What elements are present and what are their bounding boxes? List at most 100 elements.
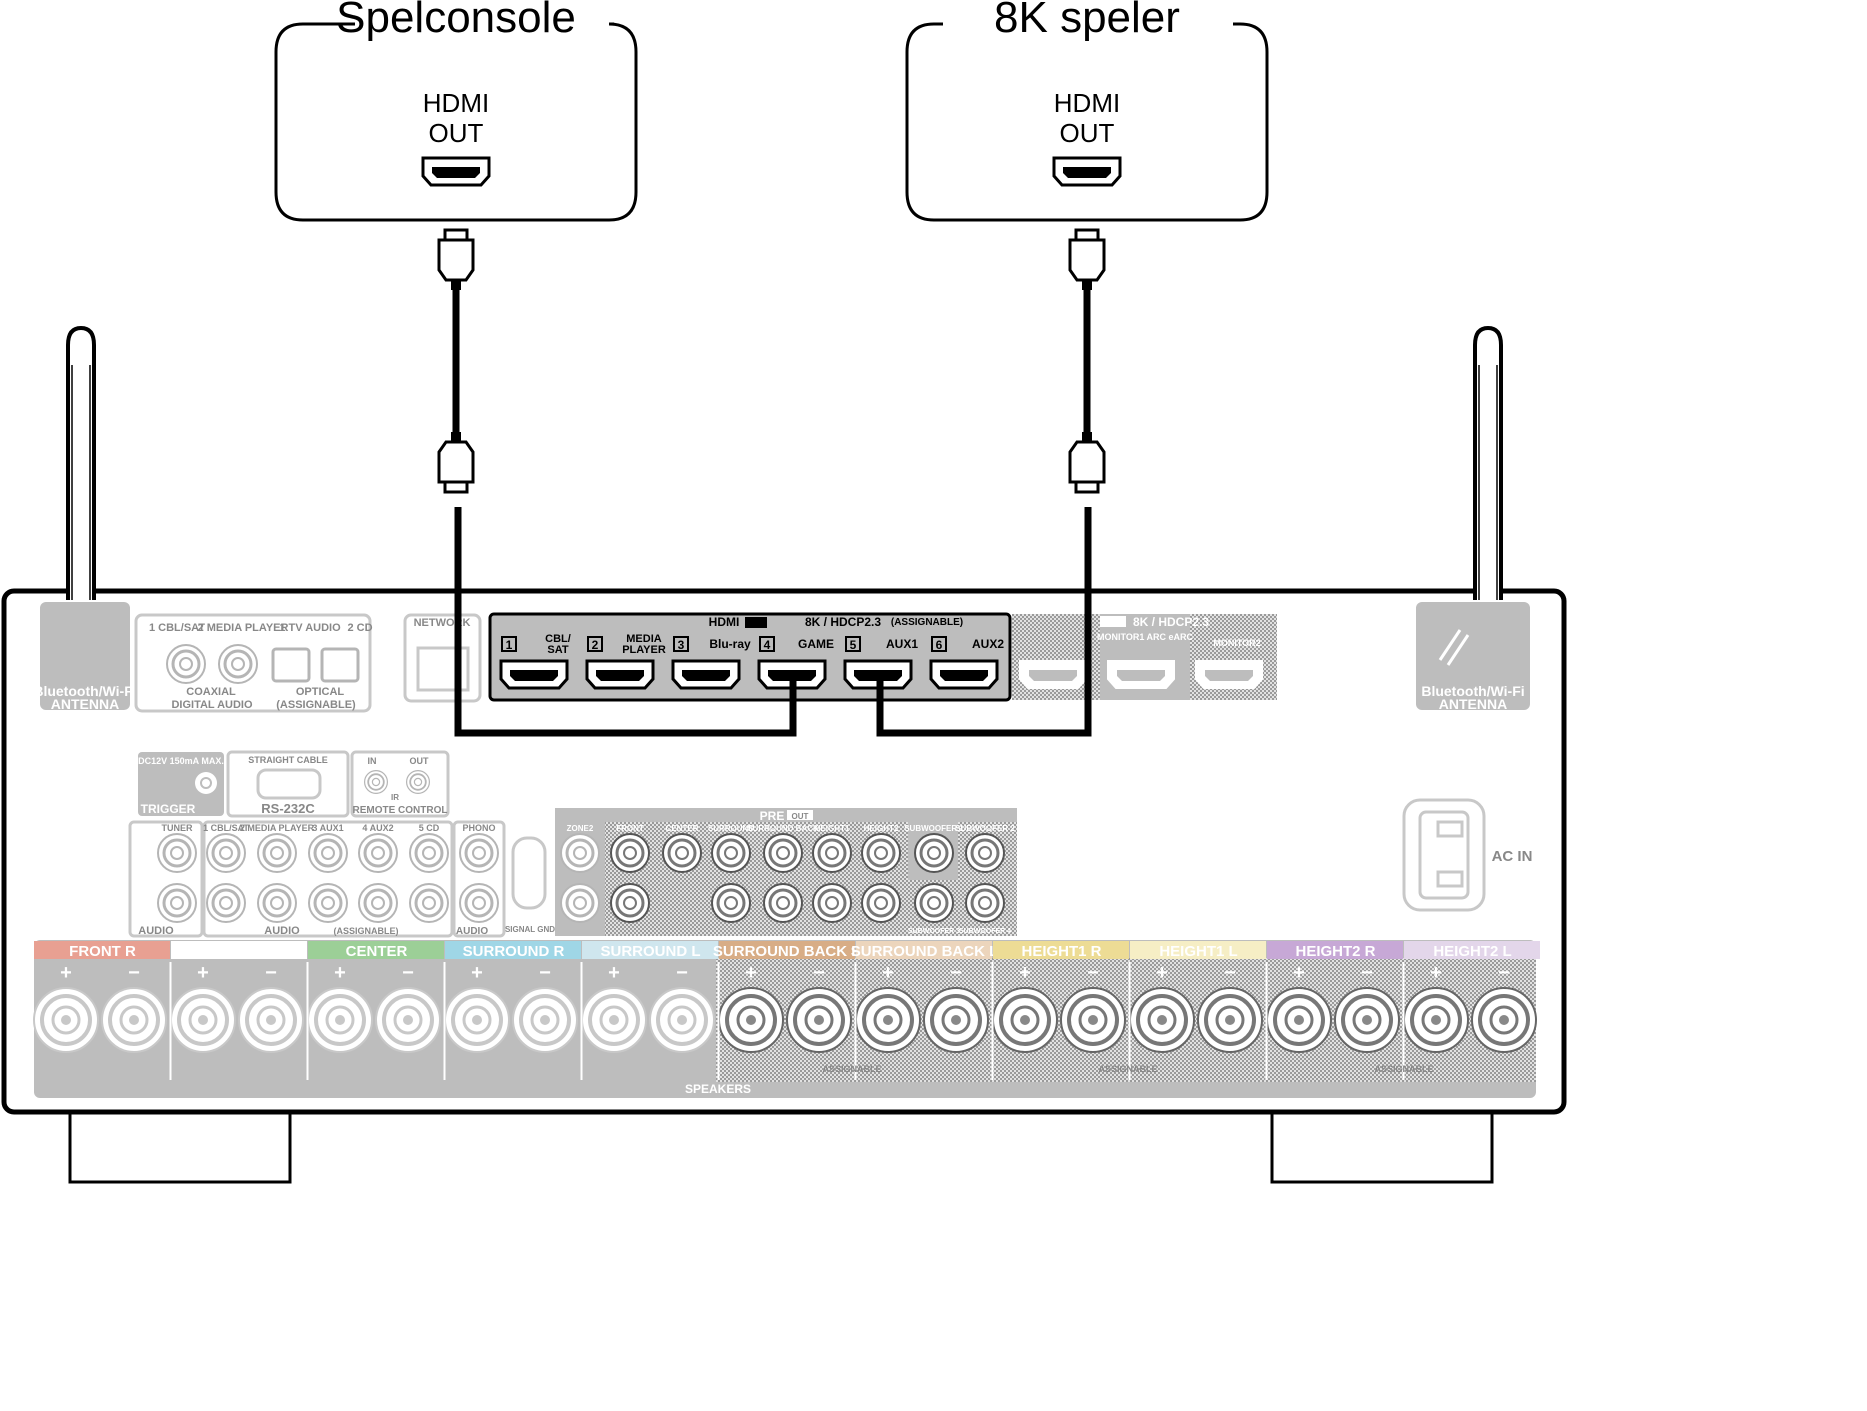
- hdmi-input-port: [585, 659, 655, 690]
- control-panel: DC12V 150mA MAX. TRIGGER STRAIGHT CABLE …: [138, 750, 450, 818]
- hdmi-input-number-box: [759, 636, 775, 652]
- speaker-terminal-minus: [100, 986, 168, 1054]
- speaker-group-header: [993, 941, 1129, 959]
- plus-sign: +: [745, 962, 757, 984]
- speaker-group-header: [1130, 941, 1266, 959]
- optical-label: OPTICAL: [296, 686, 345, 698]
- coaxial-label: COAXIAL: [186, 686, 236, 698]
- minus-sign: −: [1224, 962, 1236, 984]
- device-title: 8K speler: [994, 0, 1180, 42]
- remote-control-label: REMOTE CONTROL: [353, 805, 448, 816]
- port-label: OUT: [429, 118, 484, 148]
- pre-out-label: SURROUND: [708, 824, 754, 833]
- audio-jack: [408, 832, 450, 874]
- pre-out-jack: [860, 832, 902, 874]
- speaker-group-header: [582, 941, 718, 959]
- minus-sign: −: [813, 962, 825, 984]
- hdmi-input-number: 3: [678, 638, 685, 652]
- minus-sign: −: [128, 962, 140, 984]
- pre-out-jack: [964, 832, 1006, 874]
- audio-jack: [408, 882, 450, 924]
- antenna-right: Bluetooth/Wi-Fi ANTENNA: [1416, 325, 1530, 712]
- digital-audio-label: DIGITAL AUDIO: [171, 699, 253, 711]
- speaker-group-label: SURROUND L: [601, 943, 701, 960]
- optical-input-label: 1 TV AUDIO: [279, 622, 341, 634]
- minus-sign: −: [1087, 962, 1099, 984]
- pre-out-jack: [559, 882, 601, 924]
- speaker-group-label: HEIGHT2 L: [1433, 943, 1511, 960]
- pre-out-label: SUBWOOFER 3: [908, 928, 960, 935]
- minus-sign: −: [402, 962, 414, 984]
- audio-jack: [357, 882, 399, 924]
- speaker-terminal-plus: [580, 986, 648, 1054]
- hdmi-input-label: Blu-ray: [709, 637, 751, 651]
- pre-out-label: SUBWOOFER 1: [904, 824, 964, 833]
- audio-input-label: TUNER: [162, 823, 193, 833]
- assignable-label: ASSIGNABLE: [1098, 1064, 1157, 1074]
- speaker-terminal-plus: [443, 986, 511, 1054]
- network-label: NETWORK: [414, 617, 471, 629]
- hdmi-in-spec: 8K / HDCP2.3: [805, 615, 881, 629]
- hdmi-output-panel: 8K / HDCP2.3 MONITOR1 ARC eARC MONITOR2: [1012, 614, 1277, 700]
- speaker-terminal-minus: [1333, 986, 1401, 1054]
- pre-out-label: SUBWOOFER 2: [955, 824, 1015, 833]
- hdmi-out-spec: 8K / HDCP2.3: [1133, 615, 1209, 629]
- hdmi-cable-8k-player: [876, 228, 1106, 737]
- coax-input-label: 1 CBL/SAT: [149, 622, 205, 634]
- signal-gnd-label: SIGNAL GND: [505, 925, 555, 934]
- hdmi-in-title: HDMI: [709, 615, 740, 629]
- audio-jack: [205, 832, 247, 874]
- plus-sign: +: [608, 962, 620, 984]
- plus-sign: +: [1156, 962, 1168, 984]
- optical-input-label: 2 CD: [347, 622, 372, 634]
- speaker-group-header: [171, 941, 307, 959]
- speaker-group-header: [445, 941, 581, 959]
- pre-out-jack: [860, 882, 902, 924]
- speaker-group-label: FRONT L: [207, 943, 272, 960]
- pre-out-label: ZONE2: [567, 824, 594, 833]
- plus-sign: +: [471, 962, 483, 984]
- speaker-terminal-plus: [1128, 986, 1196, 1054]
- pre-out-label: CENTER: [666, 824, 699, 833]
- rs232-spec: STRAIGHT CABLE: [248, 755, 328, 765]
- audio-label: AUDIO: [456, 926, 488, 937]
- pre-out-jack: [559, 832, 601, 874]
- speaker-terminal-minus: [922, 986, 990, 1054]
- minus-sign: −: [539, 962, 551, 984]
- remote-in-label: IN: [368, 756, 377, 766]
- coax-jack: [217, 643, 259, 685]
- plus-sign: +: [882, 962, 894, 984]
- av-receiver: Bluetooth/Wi-Fi ANTENNA Bluetooth/Wi-Fi …: [1, 325, 1567, 1184]
- antenna-label: Bluetooth/Wi-Fi: [1421, 683, 1524, 699]
- hdmi-out-port: [1052, 156, 1122, 187]
- speaker-terminal-plus: [1265, 986, 1333, 1054]
- pre-out-jack: [964, 882, 1006, 924]
- speaker-terminal-minus: [1196, 986, 1264, 1054]
- trigger-label: TRIGGER: [141, 802, 196, 816]
- antenna-label: Bluetooth/Wi-Fi: [33, 683, 136, 699]
- speaker-terminal-plus: [169, 986, 237, 1054]
- ac-in-label: AC IN: [1492, 848, 1533, 865]
- pre-out-jack: [811, 882, 853, 924]
- pre-out-jack: [762, 882, 804, 924]
- audio-input-label: 2 MEDIA PLAYER: [240, 823, 315, 833]
- audio-jack: [307, 832, 349, 874]
- hdmi-out-port: [421, 156, 491, 187]
- speaker-group-header: [1404, 941, 1540, 959]
- remote-ir-label: IR: [391, 793, 399, 802]
- hdmi-input-label: MEDIA: [626, 633, 662, 645]
- assignable-label: (ASSIGNABLE): [891, 617, 963, 628]
- pre-out-jack: [913, 832, 955, 874]
- hdmi-out-port: [1019, 660, 1087, 689]
- speakers-label: SPEAKERS: [685, 1082, 751, 1096]
- antenna-label: ANTENNA: [51, 696, 119, 712]
- hdmi-input-port: [671, 659, 741, 690]
- plus-sign: +: [1293, 962, 1305, 984]
- antenna-left: Bluetooth/Wi-Fi ANTENNA: [33, 325, 137, 712]
- audio-jack: [156, 832, 198, 874]
- speaker-terminal-minus: [237, 986, 305, 1054]
- rs232-label: RS-232C: [261, 801, 315, 816]
- pre-out-jack: [710, 832, 752, 874]
- pre-out-label: FRONT: [616, 824, 644, 833]
